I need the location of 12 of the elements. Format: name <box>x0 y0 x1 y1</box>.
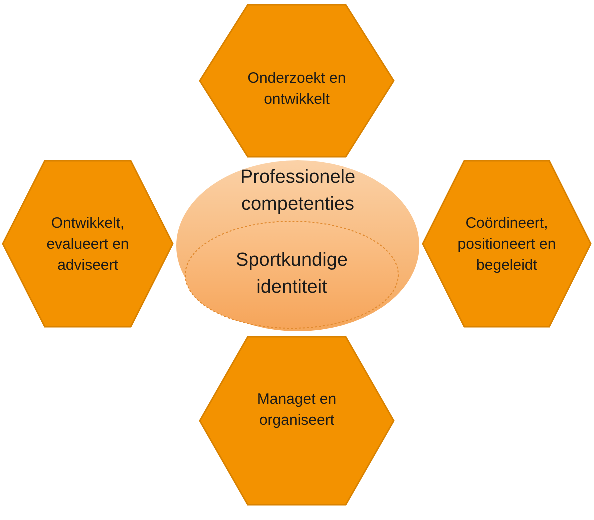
ellipse-label: Professionele competenties <box>239 166 357 217</box>
hexagon-label: Ontwikkelt, evalueert en adviseert <box>46 214 130 276</box>
ellipse <box>184 220 400 330</box>
hexagon-label: Onderzoekt en ontwikkelt <box>246 69 348 110</box>
hexagon <box>199 336 395 506</box>
hexagon-label: Coördineert, positioneert en begeleidt <box>456 214 558 276</box>
hexagon <box>199 4 395 158</box>
ellipse <box>174 158 422 334</box>
ellipse-label: Sportkundige identiteit <box>235 249 349 300</box>
hexagon <box>422 160 592 328</box>
hexagon-label: Managet en organiseert <box>256 390 338 431</box>
hexagon <box>2 160 174 328</box>
